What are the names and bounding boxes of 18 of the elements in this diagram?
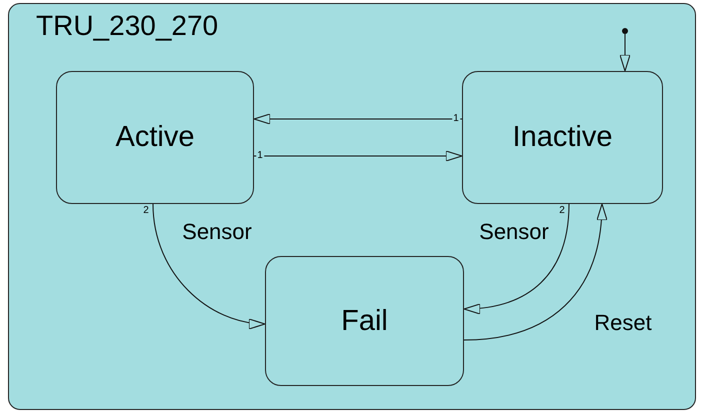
priority-number: 1 [256,151,264,161]
priority-number: 1 [452,114,460,124]
transition-arrow [254,114,462,124]
state-box [56,71,254,204]
state-name: Active [116,121,194,154]
state-box [462,71,663,204]
transition-arrow [464,204,607,340]
chart-frame [8,3,696,410]
state-name: Fail [341,304,388,338]
transition-arrow [254,150,462,162]
state-box [265,256,464,386]
chart-title: TRU_230_270 [36,10,218,42]
priority-number: 2 [143,206,149,216]
default-transition-arrow [620,28,630,72]
state-name: Inactive [512,121,612,154]
transition-arrow [152,204,266,328]
transition-arrow [464,204,570,314]
priority-number: 2 [559,206,565,216]
